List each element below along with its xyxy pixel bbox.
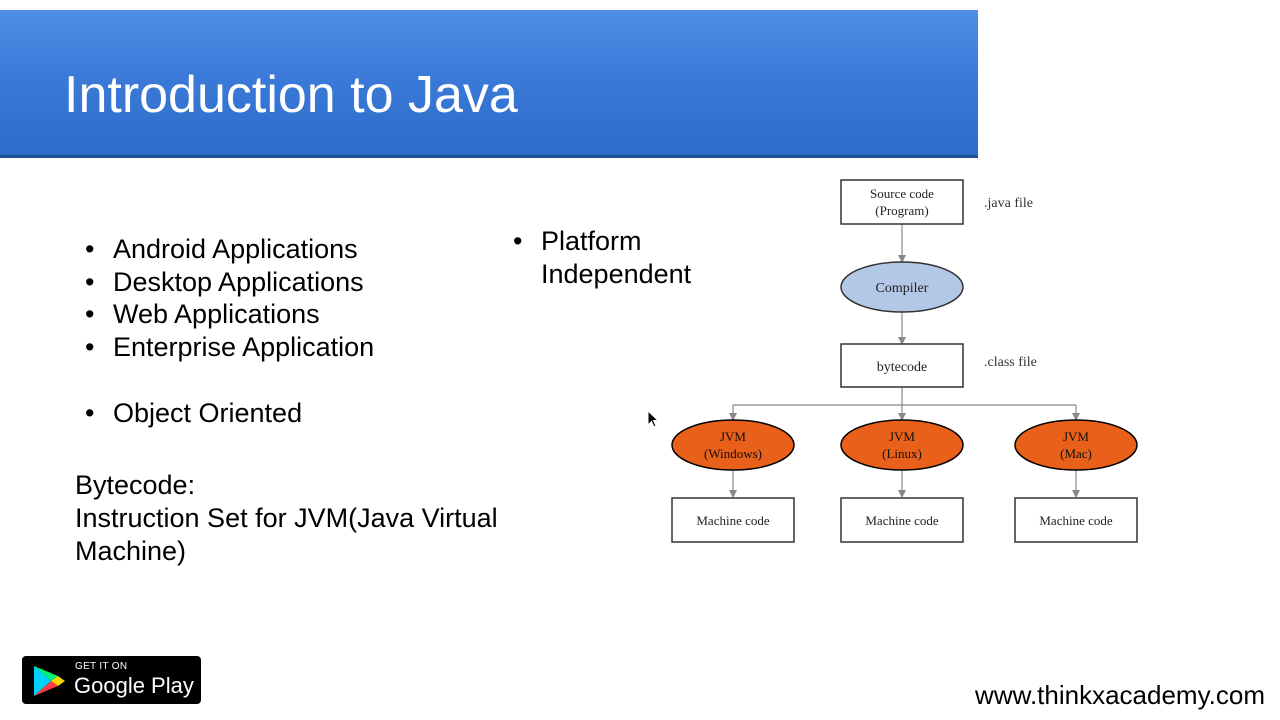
java-compilation-diagram: Source code (Program) .java file Compile… [671, 179, 1138, 543]
platform-list: Platform Independent [513, 225, 741, 290]
badge-big-text: Google Play [74, 673, 194, 698]
object-oriented-list: Object Oriented [85, 397, 302, 430]
machine-code-box-linux: Machine code [840, 497, 964, 543]
google-play-badge[interactable]: GET IT ON Google Play [22, 656, 201, 704]
jvm-windows-node: JVM (Windows) [671, 419, 795, 471]
jvm-mac-label-2: (Mac) [1060, 446, 1092, 461]
slide-title: Introduction to Java [64, 66, 518, 124]
jvm-linux-label-2: (Linux) [882, 446, 922, 461]
source-code-box: Source code (Program) [840, 179, 964, 225]
bytecode-box-label: bytecode [877, 360, 928, 375]
website-url: www.thinkxacademy.com [975, 680, 1265, 710]
machine-code-label: Machine code [696, 513, 770, 528]
jvm-linux-node: JVM (Linux) [840, 419, 964, 471]
list-item: Web Applications [85, 298, 374, 331]
machine-code-label: Machine code [1039, 513, 1113, 528]
machine-code-box-mac: Machine code [1014, 497, 1138, 543]
jvm-linux-label-1: JVM [889, 429, 915, 444]
machine-code-label: Machine code [865, 513, 939, 528]
source-code-label-1: Source code [870, 186, 934, 201]
list-item: Object Oriented [85, 397, 302, 430]
bytecode-heading: Bytecode: [75, 470, 196, 500]
features-list: Android Applications Desktop Application… [85, 233, 374, 363]
compiler-label: Compiler [876, 281, 929, 296]
diagram-connectors [729, 224, 1080, 498]
source-code-label-2: (Program) [875, 203, 928, 218]
list-item: Platform Independent [513, 225, 741, 290]
jvm-mac-node: JVM (Mac) [1014, 419, 1138, 471]
bytecode-note: Bytecode: Instruction Set for JVM(Java V… [75, 469, 545, 568]
compiler-node: Compiler [840, 261, 964, 313]
java-file-note: .java file [984, 196, 1033, 211]
list-item: Android Applications [85, 233, 374, 266]
badge-small-text: GET IT ON [75, 661, 128, 672]
mouse-cursor-icon [647, 410, 660, 428]
bytecode-box: bytecode [840, 343, 964, 388]
list-item: Enterprise Application [85, 331, 374, 364]
jvm-mac-label-1: JVM [1063, 429, 1089, 444]
list-item: Desktop Applications [85, 266, 374, 299]
class-file-note: .class file [984, 355, 1037, 370]
title-bar: Introduction to Java [0, 10, 978, 158]
bytecode-definition: Instruction Set for JVM(Java Virtual Mac… [75, 503, 498, 566]
jvm-windows-label-2: (Windows) [704, 446, 762, 461]
google-play-icon [34, 666, 65, 696]
jvm-windows-label-1: JVM [720, 429, 746, 444]
machine-code-box-windows: Machine code [671, 497, 795, 543]
